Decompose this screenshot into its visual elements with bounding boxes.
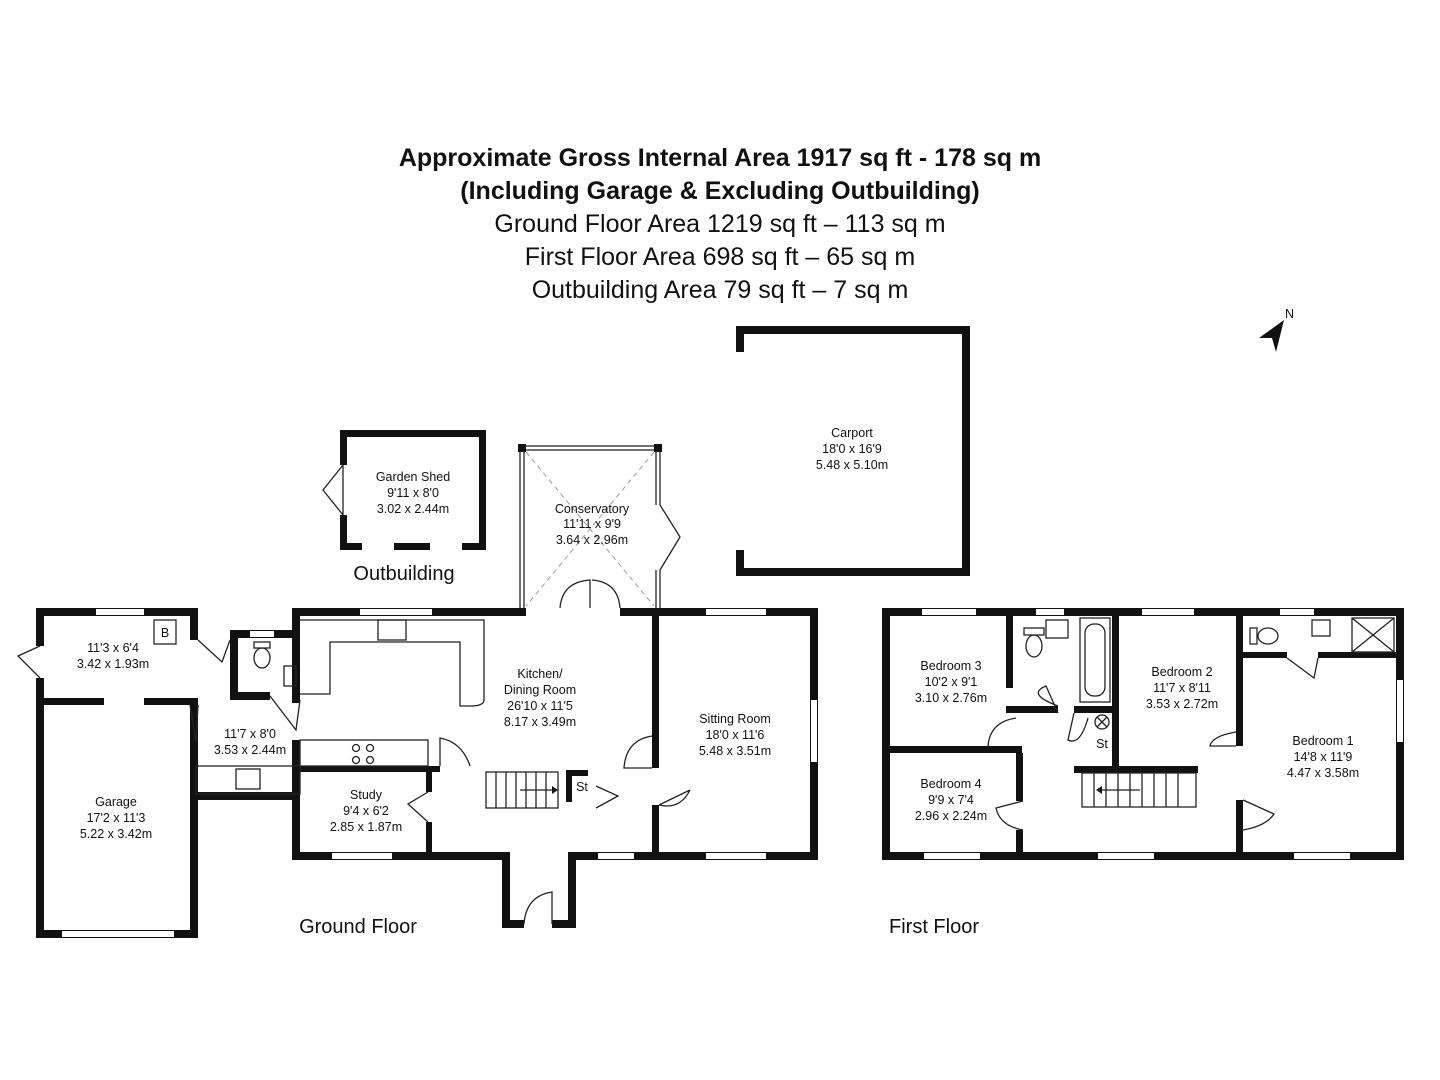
carport — [736, 326, 970, 576]
garage-metric: 5.22 x 3.42m — [80, 827, 152, 841]
bedroom2-name: Bedroom 2 — [1151, 665, 1212, 679]
store-room-imperial: 11'3 x 6'4 — [87, 641, 139, 655]
sitting-room-name: Sitting Room — [699, 712, 771, 726]
conservatory-name: Conservatory — [555, 502, 630, 516]
first-floor-windows — [922, 609, 1403, 859]
outbuilding-caption: Outbuilding — [353, 563, 454, 585]
kitchen-name-line1: Kitchen/ — [517, 667, 563, 681]
garden-shed-name: Garden Shed — [376, 470, 450, 484]
carport-metric: 5.48 x 5.10m — [816, 458, 888, 472]
gross-area-note: (Including Garage & Excluding Outbuildin… — [460, 177, 980, 205]
conservatory-imperial: 11'11 x 9'9 — [563, 517, 621, 531]
first-floor-caption: First Floor — [889, 916, 979, 938]
ground-store-label: St — [576, 780, 588, 794]
boiler-label: B — [161, 626, 169, 640]
bedroom1-name: Bedroom 1 — [1292, 734, 1353, 748]
carport-imperial: 18'0 x 16'9 — [822, 442, 882, 456]
gross-area-title: Approximate Gross Internal Area 1917 sq … — [398, 144, 1042, 172]
bedroom3-metric: 3.10 x 2.76m — [915, 691, 987, 705]
ground-floor-caption: Ground Floor — [299, 916, 417, 938]
bedroom3-name: Bedroom 3 — [920, 659, 981, 673]
study-name: Study — [350, 788, 383, 802]
ground-floor-walls — [36, 608, 818, 938]
first-floor-area: First Floor Area 698 sq ft – 65 sq m — [524, 243, 916, 271]
utility-metric: 3.53 x 2.44m — [214, 743, 286, 757]
study-imperial: 9'4 x 6'2 — [343, 804, 389, 818]
garage-name: Garage — [95, 795, 137, 809]
bedroom1-metric: 4.47 x 3.58m — [1287, 766, 1359, 780]
conservatory — [518, 444, 681, 608]
bedroom4-name: Bedroom 4 — [920, 777, 981, 791]
bedroom4-imperial: 9'9 x 7'4 — [928, 793, 974, 807]
north-arrow-icon: N — [1259, 307, 1294, 352]
garden-shed-metric: 3.02 x 2.44m — [377, 502, 449, 516]
carport-name: Carport — [831, 426, 873, 440]
first-floor-fixtures — [987, 617, 1395, 831]
garden-shed-imperial: 9'11 x 8'0 — [387, 486, 439, 500]
sitting-room-metric: 5.48 x 3.51m — [699, 744, 771, 758]
bedroom2-imperial: 11'7 x 8'11 — [1153, 681, 1211, 695]
sitting-room-imperial: 18'0 x 11'6 — [706, 728, 765, 742]
ground-floor-windows — [62, 609, 817, 937]
study-metric: 2.85 x 1.87m — [330, 820, 402, 834]
store-room-metric: 3.42 x 1.93m — [77, 657, 149, 671]
garage-imperial: 17'2 x 11'3 — [87, 811, 146, 825]
outbuilding-area: Outbuilding Area 79 sq ft – 7 sq m — [531, 276, 909, 304]
garden-shed — [322, 430, 486, 550]
north-label: N — [1285, 307, 1294, 321]
bedroom4-metric: 2.96 x 2.24m — [915, 809, 987, 823]
kitchen-name-line2: Dining Room — [504, 683, 576, 697]
bedroom1-imperial: 14'8 x 11'9 — [1294, 750, 1353, 764]
kitchen-imperial: 26'10 x 11'5 — [507, 699, 573, 713]
ground-floor-area: Ground Floor Area 1219 sq ft – 113 sq m — [494, 210, 946, 238]
first-store-label: St — [1096, 737, 1108, 751]
kitchen-metric: 8.17 x 3.49m — [504, 715, 576, 729]
area-summary: Approximate Gross Internal Area 1917 sq … — [0, 142, 1440, 307]
conservatory-metric: 3.64 x 2.96m — [556, 533, 628, 547]
utility-imperial: 11'7 x 8'0 — [224, 727, 276, 741]
ground-floor-fixtures: B — [16, 579, 691, 925]
bedroom3-imperial: 10'2 x 9'1 — [925, 675, 978, 689]
bedroom2-metric: 3.53 x 2.72m — [1146, 697, 1218, 711]
